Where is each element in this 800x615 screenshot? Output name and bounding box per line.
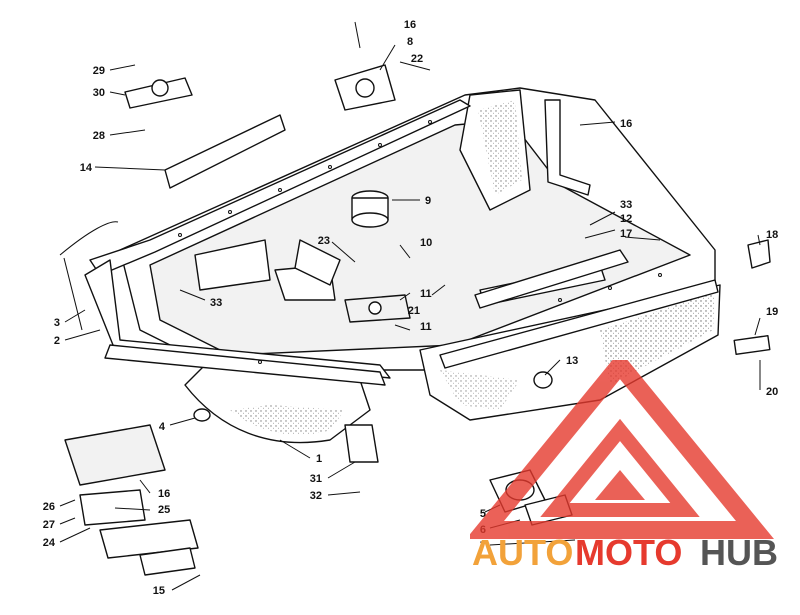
callout-23: 23 bbox=[318, 235, 330, 247]
callout-32: 32 bbox=[310, 490, 322, 502]
callout-25: 25 bbox=[158, 504, 170, 516]
leader-lines bbox=[59, 21, 761, 591]
shock-mount-bushing bbox=[351, 190, 389, 228]
callout-16-lower: 16 bbox=[158, 488, 170, 500]
hose-fitting-5 bbox=[489, 469, 573, 526]
bracket-31 bbox=[344, 424, 379, 463]
callout-33-right: 33 bbox=[620, 199, 632, 211]
callout-27: 27 bbox=[43, 519, 55, 531]
callout-24: 24 bbox=[43, 537, 56, 549]
callout-26: 26 bbox=[43, 501, 55, 513]
callout-1: 1 bbox=[316, 453, 322, 465]
callout-30: 30 bbox=[93, 87, 105, 99]
callout-28: 28 bbox=[93, 130, 105, 142]
front-bumper-trim bbox=[59, 221, 119, 331]
callout-14: 14 bbox=[80, 162, 93, 174]
grommet-4 bbox=[193, 408, 211, 422]
reflector-19 bbox=[733, 335, 771, 355]
rear-bracket bbox=[544, 99, 591, 196]
callout-15: 15 bbox=[153, 585, 165, 597]
clip-18 bbox=[747, 239, 771, 269]
callout-4: 4 bbox=[159, 421, 166, 433]
callout-9: 9 bbox=[425, 195, 431, 207]
callout-19: 19 bbox=[766, 306, 778, 318]
grommet-13 bbox=[533, 371, 553, 389]
callout-22: 22 bbox=[411, 53, 423, 65]
callout-3: 3 bbox=[54, 317, 60, 329]
callout-16-right: 16 bbox=[620, 118, 632, 130]
callout-20: 20 bbox=[766, 386, 778, 398]
callout-29: 29 bbox=[93, 65, 105, 77]
belly-pan-body bbox=[84, 87, 721, 444]
bracket-top-plate bbox=[334, 64, 396, 111]
callout-33-left: 33 bbox=[210, 297, 222, 309]
callout-11-upper: 11 bbox=[420, 288, 432, 300]
callout-12: 12 bbox=[620, 213, 632, 225]
callout-6: 6 bbox=[480, 524, 486, 536]
hinge-bracket bbox=[124, 77, 193, 109]
callout-2: 2 bbox=[54, 335, 60, 347]
side-trim-strip bbox=[474, 249, 629, 309]
callout-11-lower: 11 bbox=[420, 321, 432, 333]
callout-18: 18 bbox=[766, 229, 778, 241]
callout-8: 8 bbox=[407, 36, 413, 48]
callout-17: 17 bbox=[620, 228, 632, 240]
callout-10: 10 bbox=[420, 237, 432, 249]
callout-21: 21 bbox=[408, 305, 420, 317]
windshield-trim-strip bbox=[164, 114, 286, 189]
callout-13: 13 bbox=[566, 355, 578, 367]
lower-mount-assembly bbox=[64, 424, 199, 576]
callout-16-top: 16 bbox=[404, 19, 416, 31]
callout-31: 31 bbox=[310, 473, 322, 485]
callout-7: 7 bbox=[480, 540, 486, 552]
callout-5: 5 bbox=[480, 508, 486, 520]
